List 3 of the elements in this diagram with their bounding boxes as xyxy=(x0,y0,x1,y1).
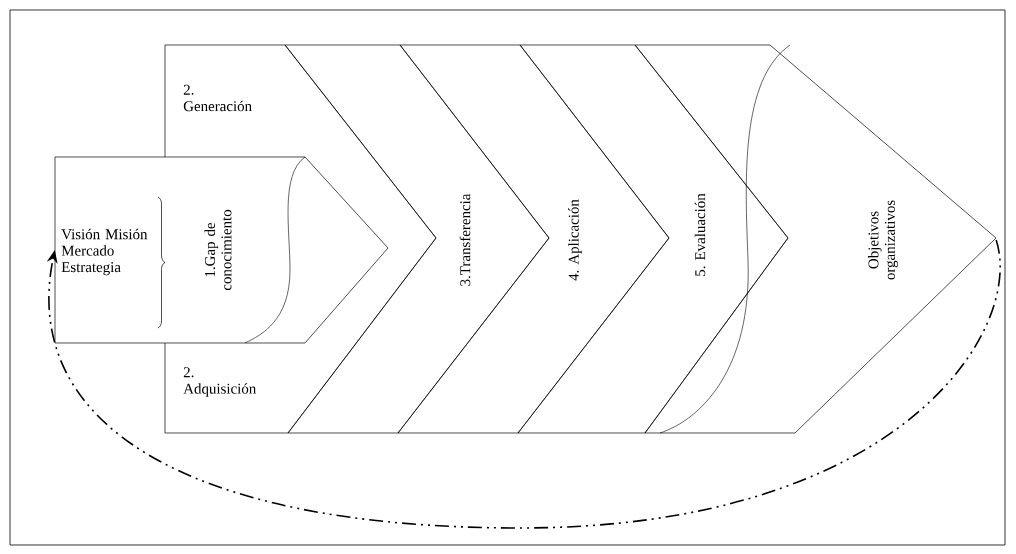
process-box: Visión Misión Mercado Estrategia 1.Gap de conocimiento xyxy=(54,156,389,344)
arrow xyxy=(46,239,1001,529)
chevron-band: 3.Transferencia xyxy=(284,44,550,434)
